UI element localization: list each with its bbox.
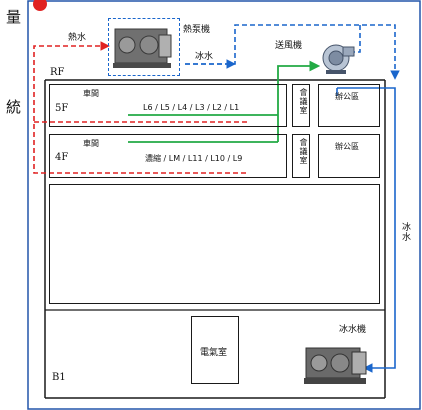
floor-5f-office: 辦公區	[318, 84, 380, 127]
middle-floor-zone	[49, 184, 380, 304]
side-char-top: 量	[6, 8, 22, 26]
floor-5f-meeting-room: 會議室	[292, 84, 310, 127]
floor-4f-zone-label: 車間	[83, 139, 99, 148]
blower-fan-icon	[318, 40, 356, 76]
electrical-room: 電氣室	[191, 316, 239, 384]
floor-5f-zone	[49, 84, 287, 127]
floor-4f-meeting-room: 會議室	[292, 134, 310, 178]
chiller-unit-icon	[302, 340, 370, 390]
floor-5f-lines: L6 / L5 / L4 / L3 / L2 / L1	[143, 103, 240, 112]
heat-pump-label: 熱泵機	[183, 25, 211, 35]
side-char-mid: 統	[6, 98, 22, 116]
floor-4f-zone	[49, 134, 287, 178]
roof-cold-water-label: 冰水	[195, 52, 214, 62]
floor-4f-office: 辦公區	[318, 134, 380, 178]
floor-label-5f: 5F	[55, 103, 69, 114]
floor-4f-lines: 濃縮 / LM / L11 / L10 / L9	[145, 154, 243, 163]
heat-pump-unit-icon	[108, 18, 180, 76]
chiller-label: 冰水機	[339, 325, 367, 335]
air-supply-duct	[277, 60, 321, 142]
ahu-label: 送風機	[275, 41, 303, 51]
cold-water-top-pipe	[185, 24, 400, 80]
riser-cold-water-label: 冰水	[400, 222, 410, 242]
floor-5f-zone-label: 車間	[83, 89, 99, 98]
accent-mark	[33, 0, 47, 11]
cold-water-riser	[337, 87, 396, 373]
floor-label-4f: 4F	[55, 152, 69, 163]
hot-water-label: 熱水	[68, 33, 87, 43]
hot-water-pipe	[33, 41, 248, 174]
outer-border	[27, 0, 421, 410]
floor-label-b1: B1	[52, 372, 66, 383]
floor-label-rf: RF	[50, 67, 65, 78]
